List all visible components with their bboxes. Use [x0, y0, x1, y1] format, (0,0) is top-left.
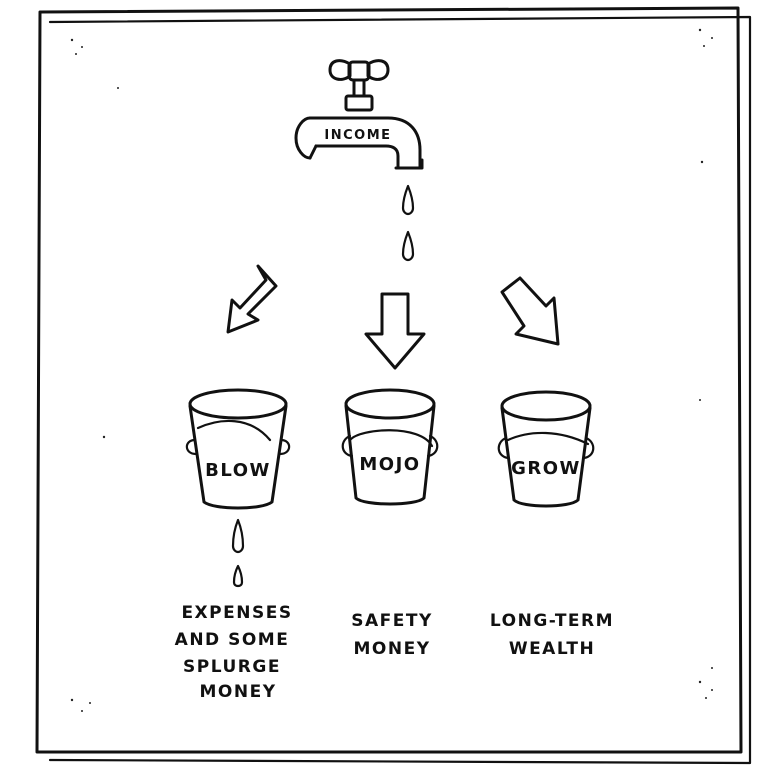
caption-blow: EXPENSES AND SOME SPLURGE MONEY [175, 603, 292, 702]
drop-icon [401, 184, 415, 216]
drop-icon [231, 518, 245, 554]
arrow-left-icon [226, 264, 278, 334]
bucket-blow: BLOW [185, 388, 291, 510]
caption-line: SAFETY [351, 611, 433, 631]
caption-grow: LONG-TERM WEALTH [490, 611, 614, 659]
drop-icon [401, 230, 415, 262]
bucket-grow: GROW [497, 390, 595, 508]
speckle-dots [70, 28, 713, 712]
caption-line: EXPENSES [181, 603, 292, 623]
caption-mojo: SAFETY MONEY [351, 611, 433, 659]
caption-line: LONG-TERM [490, 611, 614, 631]
bucket-label: MOJO [359, 454, 420, 475]
bucket-icon [497, 390, 595, 508]
caption-line: MONEY [199, 682, 276, 702]
caption-line: MONEY [353, 639, 430, 659]
faucet-drops [401, 184, 415, 262]
drop-icon [232, 564, 244, 588]
faucet-icon: INCOME [294, 59, 424, 170]
arrow-right-icon [500, 276, 560, 346]
bucket-label: BLOW [205, 460, 271, 481]
bucket-mojo: MOJO [341, 388, 439, 506]
caption-line: WEALTH [509, 639, 595, 659]
caption-line: AND SOME [175, 630, 290, 650]
caption-line: SPLURGE [183, 657, 281, 677]
frame-border [35, 6, 752, 765]
faucet-label: INCOME [324, 128, 391, 143]
arrow-center-icon [364, 292, 426, 370]
bucket-icon [341, 388, 439, 506]
bucket-icon [185, 388, 291, 510]
leak-drops [231, 518, 245, 588]
bucket-label: GROW [511, 458, 581, 479]
